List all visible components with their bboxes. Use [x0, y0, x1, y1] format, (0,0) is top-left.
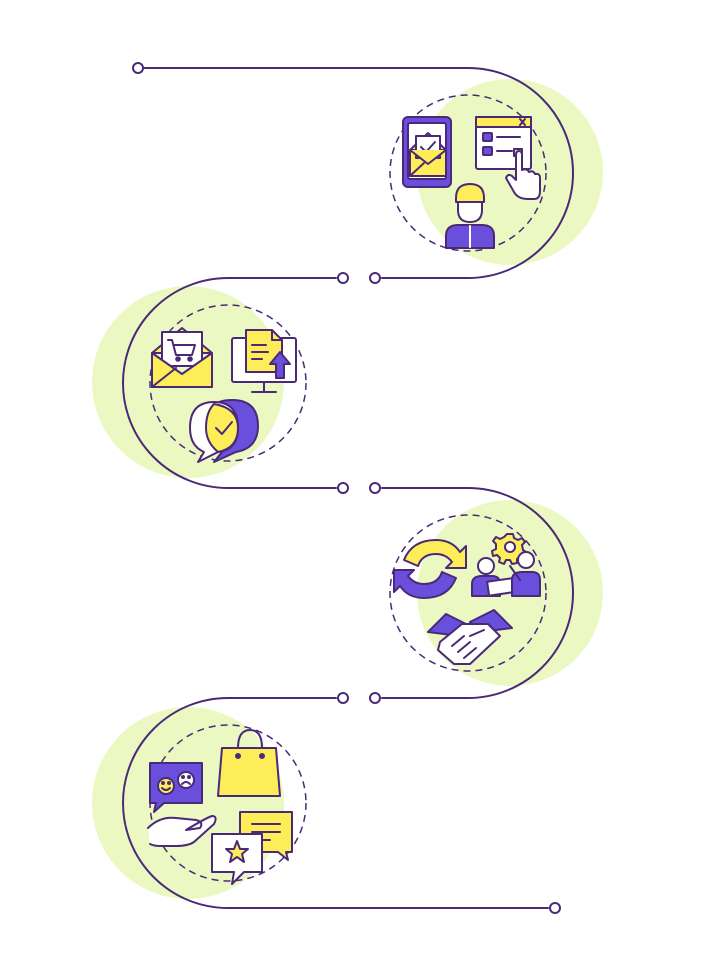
mobile-email-icon: [402, 116, 452, 188]
shopping-email-icon: [151, 327, 213, 388]
node-dot-3b: [369, 692, 381, 704]
document-upload-monitor-icon: [231, 329, 297, 393]
timeline-path-2: [122, 277, 337, 489]
team-gear-icon: [471, 533, 541, 597]
timeline-path-1: [143, 67, 574, 279]
customer-avatar-icon: [445, 183, 495, 249]
node-dot-2b: [369, 482, 381, 494]
open-hand-icon: [147, 815, 217, 847]
timeline-path-4: [122, 697, 549, 909]
speech-bubbles-check-icon: [189, 399, 259, 463]
step-1-icons: [402, 116, 541, 249]
node-dot-1b: [369, 272, 381, 284]
step-2-icons: [151, 327, 297, 463]
step-4-icons: [147, 729, 293, 885]
timeline-path-3: [381, 487, 574, 699]
feedback-emoji-bubble-icon: [149, 762, 203, 813]
star-review-bubbles-icon: [211, 811, 293, 885]
node-dot-1a: [337, 272, 349, 284]
timeline-start-dot: [132, 62, 144, 74]
step-2-dashed-ring: [149, 304, 307, 462]
step-3-dashed-ring: [389, 514, 547, 672]
timeline-end-dot: [549, 902, 561, 914]
handshake-icon: [427, 609, 513, 665]
shopping-bag-icon: [217, 729, 281, 797]
node-dot-2a: [337, 482, 349, 494]
step-3-icons: [393, 533, 541, 665]
pointer-hand-icon: [505, 150, 541, 200]
refresh-arrows-icon: [393, 539, 467, 599]
node-dot-3a: [337, 692, 349, 704]
step-1-dashed-ring: [389, 94, 547, 252]
